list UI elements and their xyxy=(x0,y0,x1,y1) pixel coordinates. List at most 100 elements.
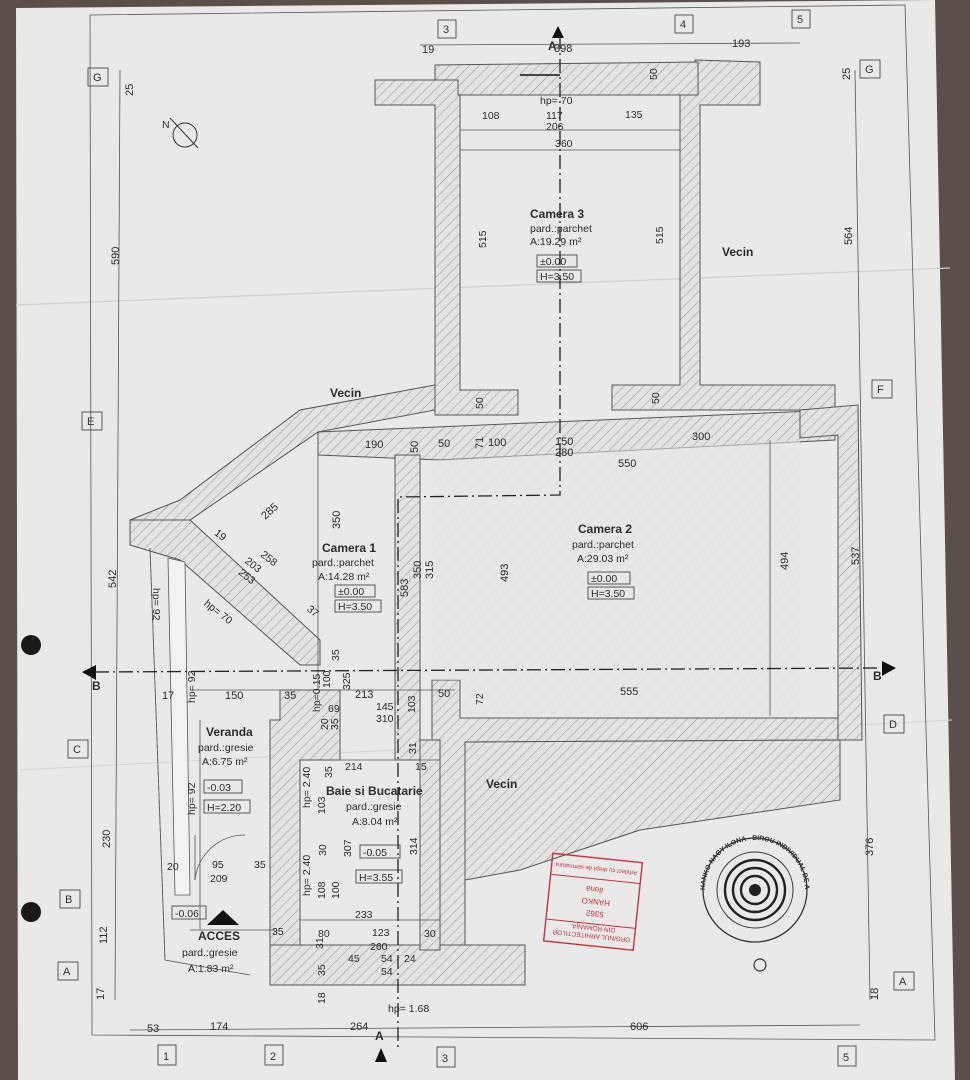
section-arrow-bottom xyxy=(375,1048,387,1062)
svg-text:pard.:gresie: pard.:gresie xyxy=(182,947,238,959)
north-arrow-icon: N xyxy=(162,117,199,149)
svg-text:71: 71 xyxy=(474,437,486,449)
svg-text:-0.05: -0.05 xyxy=(363,847,387,859)
section-arrow-right xyxy=(882,661,896,676)
svg-text:310: 310 xyxy=(376,713,394,725)
room-camera1: Camera 1 pard.:parchet A:14.28 m² ±0.00 … xyxy=(312,541,382,613)
svg-text:54: 54 xyxy=(381,966,393,978)
svg-text:135: 135 xyxy=(625,109,643,121)
svg-text:72: 72 xyxy=(474,693,486,705)
svg-text:376: 376 xyxy=(864,838,876,856)
svg-text:35: 35 xyxy=(272,926,284,938)
acces-arrow xyxy=(207,910,239,925)
svg-text:30: 30 xyxy=(424,928,436,940)
svg-text:260: 260 xyxy=(370,941,388,953)
grid-right: G F D A xyxy=(859,59,915,991)
svg-text:-0.06: -0.06 xyxy=(175,908,199,920)
svg-text:108: 108 xyxy=(482,110,500,122)
svg-text:3: 3 xyxy=(443,24,449,36)
svg-text:494: 494 xyxy=(779,552,791,570)
svg-text:35: 35 xyxy=(330,649,342,661)
svg-text:H=3.50: H=3.50 xyxy=(540,271,574,283)
svg-text:80: 80 xyxy=(318,928,330,940)
veranda-window xyxy=(167,557,191,896)
svg-text:53: 53 xyxy=(147,1023,159,1035)
wall-neighbour-bottom xyxy=(464,739,841,881)
svg-text:112: 112 xyxy=(98,926,110,944)
svg-text:F: F xyxy=(877,384,884,396)
section-label-top: A xyxy=(548,39,557,53)
svg-text:D: D xyxy=(889,719,897,731)
wall-kitchen-right xyxy=(419,739,441,951)
svg-text:hp=0.15: hp=0.15 xyxy=(311,674,323,712)
wall-c3-top xyxy=(434,61,699,96)
svg-text:N: N xyxy=(162,119,170,131)
svg-text:HANKO: HANKO xyxy=(581,896,610,908)
svg-text:18: 18 xyxy=(316,992,328,1004)
svg-text:Camera 2: Camera 2 xyxy=(578,522,632,536)
svg-text:555: 555 xyxy=(620,686,638,698)
svg-text:123: 123 xyxy=(372,927,390,939)
svg-text:150: 150 xyxy=(225,690,243,702)
svg-text:550: 550 xyxy=(618,458,636,470)
svg-text:103: 103 xyxy=(316,796,328,814)
svg-text:350: 350 xyxy=(331,511,343,529)
svg-text:hp= 1.68: hp= 1.68 xyxy=(388,1003,429,1015)
svg-text:25: 25 xyxy=(841,68,853,80)
svg-text:50: 50 xyxy=(438,688,450,700)
svg-text:A:29.03 m²: A:29.03 m² xyxy=(577,553,629,565)
svg-text:20: 20 xyxy=(319,718,331,730)
svg-text:493: 493 xyxy=(499,564,511,582)
svg-text:100: 100 xyxy=(321,670,333,688)
svg-text:pard.:gresie: pard.:gresie xyxy=(346,801,402,813)
svg-text:350: 350 xyxy=(412,561,424,579)
room-baie-bucatarie: Baie si Bucatarie pard.:gresie A:8.04 m²… xyxy=(326,784,423,884)
svg-text:17: 17 xyxy=(95,988,107,1000)
svg-text:hp= 92: hp= 92 xyxy=(186,782,198,815)
svg-text:-0.03: -0.03 xyxy=(207,782,231,794)
svg-text:E: E xyxy=(87,416,94,428)
svg-text:hp= 70: hp= 70 xyxy=(540,95,573,107)
svg-text:398: 398 xyxy=(554,43,572,55)
svg-text:Camera 3: Camera 3 xyxy=(530,207,584,221)
svg-text:A:14.28 m²: A:14.28 m² xyxy=(318,571,370,583)
svg-text:Camera 1: Camera 1 xyxy=(322,541,376,555)
svg-text:hp= 92: hp= 92 xyxy=(186,670,198,703)
svg-text:35: 35 xyxy=(329,718,341,730)
svg-text:50: 50 xyxy=(650,392,662,404)
svg-text:hp= 92: hp= 92 xyxy=(150,588,162,621)
svg-text:hp= 2.40: hp= 2.40 xyxy=(301,855,313,896)
svg-text:606: 606 xyxy=(630,1021,648,1033)
svg-text:A:19.29 m²: A:19.29 m² xyxy=(530,236,582,248)
svg-text:31: 31 xyxy=(314,937,326,949)
svg-text:24: 24 xyxy=(404,953,416,965)
svg-text:5362: 5362 xyxy=(585,908,604,919)
door-arc xyxy=(194,834,246,881)
svg-text:69: 69 xyxy=(328,703,340,715)
section-label-bottom: A xyxy=(375,1029,384,1043)
svg-text:300: 300 xyxy=(692,431,710,443)
grid-left: G E C B A xyxy=(57,67,109,981)
wall-c1-c2 xyxy=(394,454,421,761)
svg-text:590: 590 xyxy=(110,247,122,265)
svg-text:31: 31 xyxy=(407,742,419,754)
svg-text:103: 103 xyxy=(406,695,418,713)
svg-text:45: 45 xyxy=(348,953,360,965)
svg-text:50: 50 xyxy=(409,441,421,453)
section-label-left: B xyxy=(92,679,101,693)
svg-text:264: 264 xyxy=(350,1021,368,1033)
svg-text:G: G xyxy=(865,64,874,76)
svg-text:314: 314 xyxy=(408,837,420,855)
svg-text:230: 230 xyxy=(101,830,113,848)
svg-text:1: 1 xyxy=(163,1051,169,1063)
drawing-frame xyxy=(89,4,936,1041)
svg-text:A: A xyxy=(63,966,71,978)
svg-text:Veranda: Veranda xyxy=(206,725,253,739)
svg-text:pard.:parchet: pard.:parchet xyxy=(312,557,374,569)
svg-text:206: 206 xyxy=(546,121,564,133)
svg-text:DIN ROMANIA: DIN ROMANIA xyxy=(571,922,615,934)
punch-hole xyxy=(21,902,41,922)
svg-text:B: B xyxy=(65,894,72,906)
svg-text:564: 564 xyxy=(843,227,855,245)
